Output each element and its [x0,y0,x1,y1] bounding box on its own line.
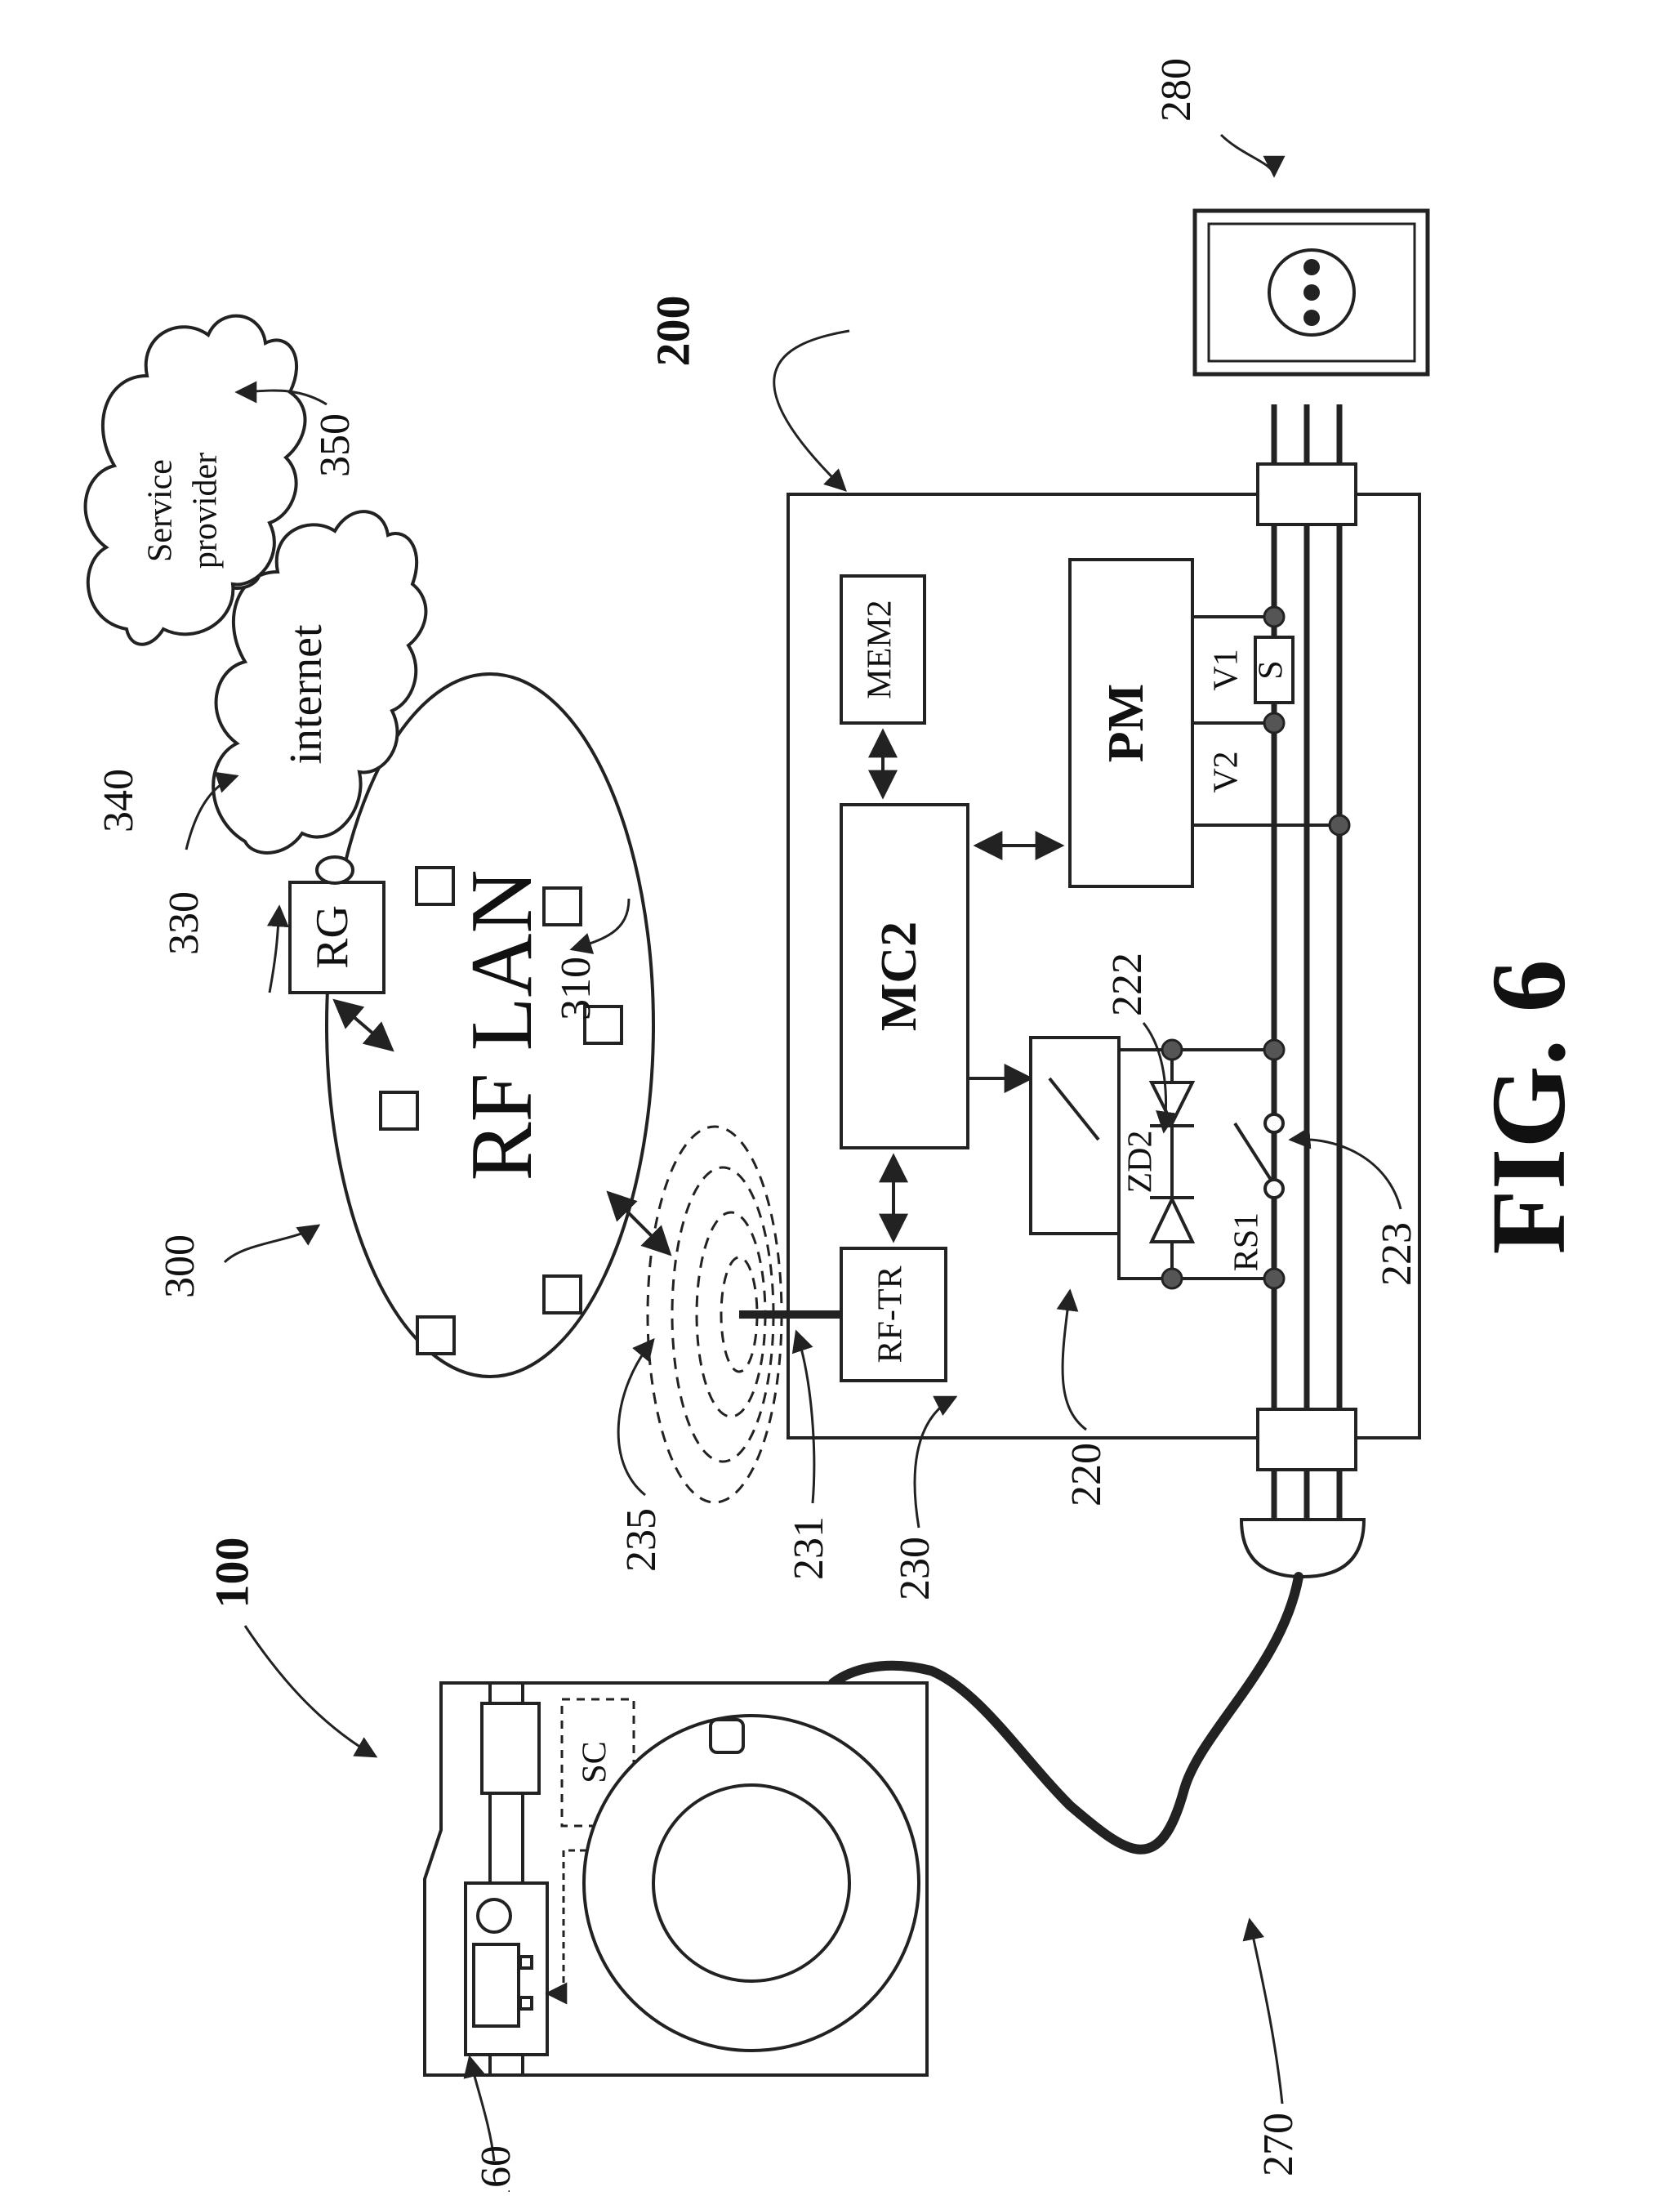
wall-socket [1195,211,1428,374]
appliance-drum [584,1716,919,2051]
ref-340: 340 [96,769,142,832]
ref-222: 222 [1104,953,1151,1016]
ref-310: 310 [553,957,599,1020]
bottom-connector [1258,1409,1356,1470]
mc2-label: MC2 [871,922,927,1031]
ref-160: 160 [473,2145,519,2192]
ref-280: 280 [1153,58,1200,122]
ref-230: 230 [892,1537,938,1600]
figure-caption: FIG. 6 [1470,959,1588,1254]
ref-100: 100 [205,1538,258,1609]
ref-220: 220 [1063,1443,1110,1506]
ref-223: 223 [1374,1222,1420,1286]
ref-350: 350 [312,413,359,477]
appliance-control-panel [466,1883,547,2055]
service-provider-label-2: provider [187,453,225,569]
pm-label: PM [1098,684,1154,762]
ref-300: 300 [157,1234,203,1298]
ref-270: 270 [1255,2113,1302,2176]
internet-label: internet [281,624,332,764]
plug [1241,1520,1364,1577]
sc-label: SC [577,1741,614,1783]
rg-lan-arrow [335,1001,392,1050]
rf-tr-label: RF-TR [872,1265,910,1363]
ref-235: 235 [618,1508,665,1572]
ref-231: 231 [786,1516,832,1580]
appliance-display [482,1703,539,1793]
power-lines [1274,404,1339,1520]
ref-200: 200 [646,296,699,367]
service-provider-label-1: Service [142,459,180,562]
s-label: S [1253,660,1290,679]
top-connector [1258,464,1356,524]
v1-label: V1 [1208,649,1246,690]
rs1-label: RS1 [1228,1212,1266,1271]
switch-block-220 [1031,1038,1119,1234]
v2-label: V2 [1208,751,1246,792]
zd2-label: ZD2 [1122,1131,1160,1194]
ref-330: 330 [161,891,207,955]
rf-lan-label: RF LAN [453,869,550,1181]
mem2-label: MEM2 [862,600,899,699]
rg-label: RG [307,905,358,969]
